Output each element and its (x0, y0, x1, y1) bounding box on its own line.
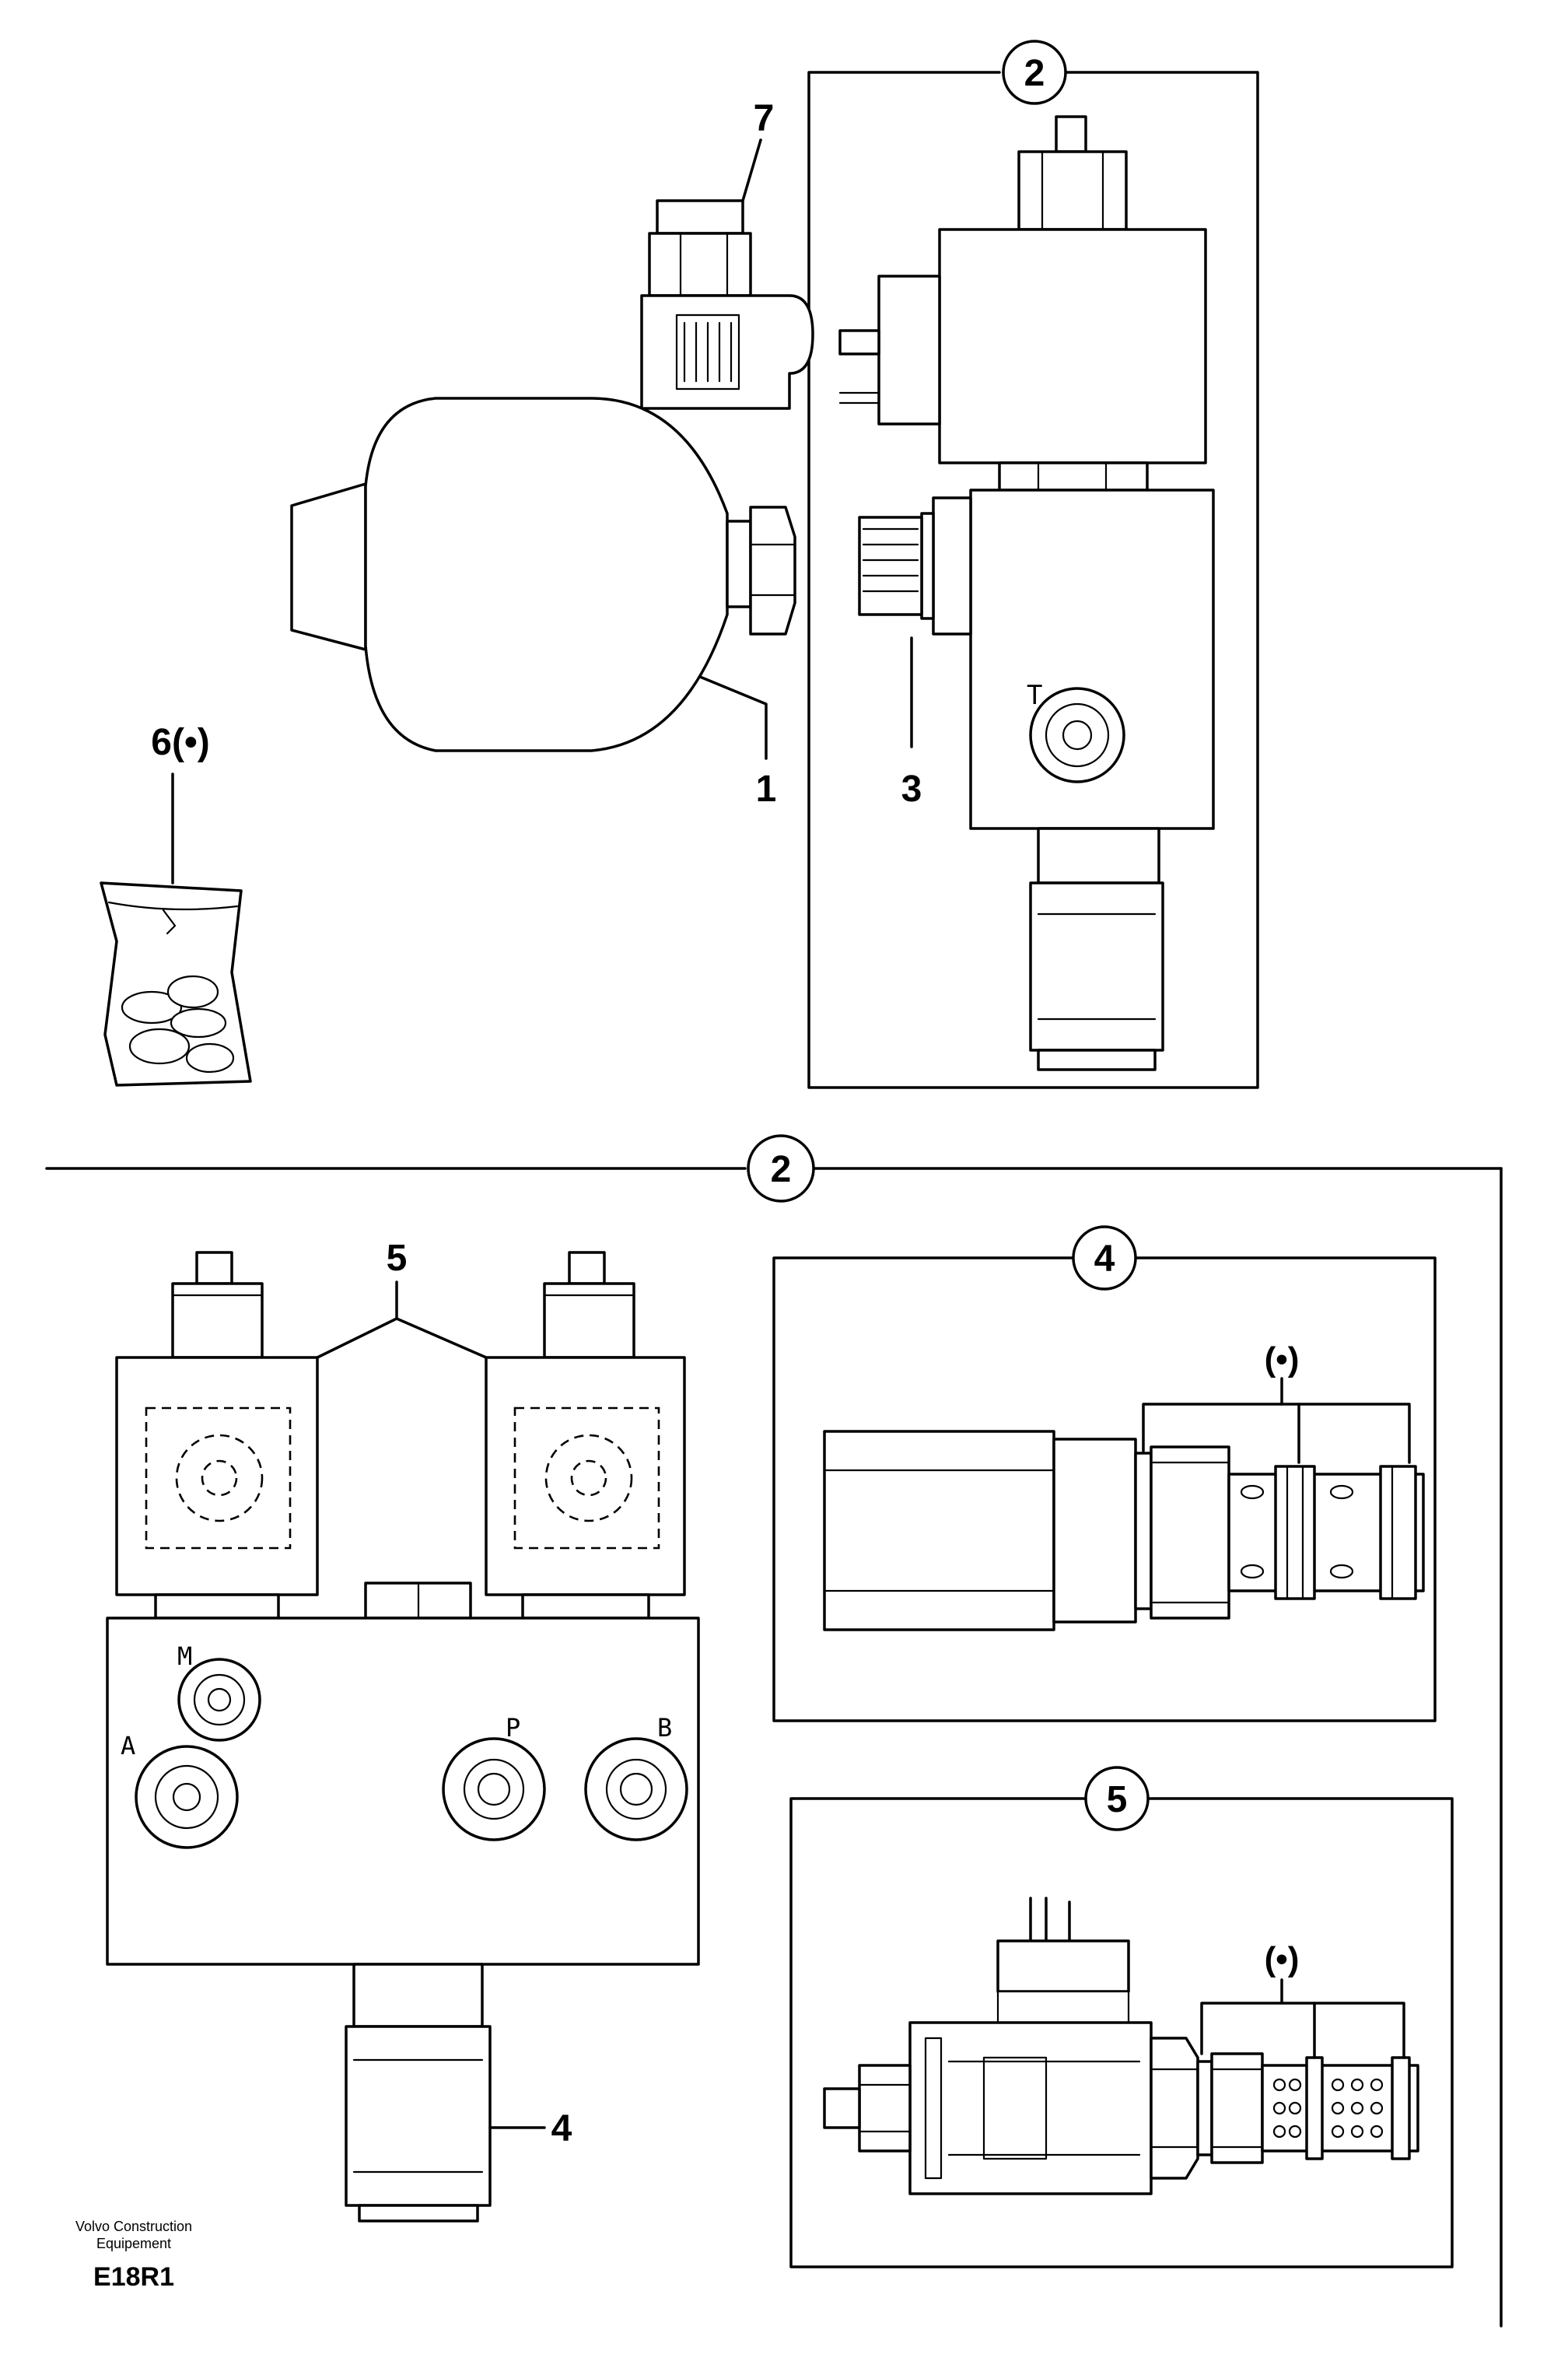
accumulator-item-1: 1 (290, 397, 796, 810)
detail-4-seal-kit-label: (•) (1265, 1340, 1300, 1378)
item-3-label: 3 (901, 769, 922, 810)
detail-5-frame: 5 (789, 1766, 1454, 2268)
footer: Volvo Construction Equipement E18R1 (75, 2219, 192, 2292)
detail-5-callout-circle (1084, 1766, 1150, 1831)
top-group-callout-circle (1002, 40, 1067, 105)
bottom-group-frame: 2 (45, 1134, 1503, 2328)
callout-4: 4 (488, 2108, 572, 2149)
detail-5-seal-kit-label: (•) (1265, 1940, 1300, 1978)
port-a-label: A (121, 1731, 135, 1760)
detail-4-cartridge: (•) (823, 1340, 1425, 1631)
port-t-label: T (1027, 680, 1042, 711)
top-valve-assembly: T (838, 115, 1215, 1071)
port-m-label: M (177, 1641, 192, 1671)
detail-4-frame: 4 (772, 1225, 1437, 1722)
diagram-code: E18R1 (93, 2262, 174, 2292)
top-group-frame: 2 (807, 40, 1259, 1089)
detail-5-solenoid-cartridge: (•) (823, 1897, 1419, 2195)
item-4-label: 4 (551, 2108, 572, 2149)
callout-3: 3 (901, 636, 922, 810)
callout-5: 5 (316, 1238, 488, 1359)
port-b-label: B (657, 1713, 672, 1743)
item-7-label: 7 (754, 98, 775, 139)
detail-4-callout-circle (1072, 1225, 1137, 1291)
bottom-group-callout-circle (747, 1134, 815, 1203)
item-6-label: 6(•) (151, 722, 209, 763)
connector-plug-item-7: 7 (640, 98, 814, 410)
company-name-line1: Volvo Construction (75, 2219, 192, 2234)
bottom-group-callout: 2 (771, 1149, 792, 1190)
company-name-line2: Equipement (96, 2236, 171, 2251)
solenoid-valve-block: M A P B (106, 1251, 700, 2223)
seal-kit-bag-item-6: 6(•) (100, 722, 252, 1087)
detail-4-callout: 4 (1094, 1238, 1115, 1280)
item-1-label: 1 (756, 769, 777, 810)
top-group-callout: 2 (1024, 53, 1045, 94)
detail-5-callout: 5 (1107, 1779, 1128, 1820)
port-p-label: P (506, 1713, 520, 1743)
item-5-label: 5 (387, 1238, 408, 1279)
